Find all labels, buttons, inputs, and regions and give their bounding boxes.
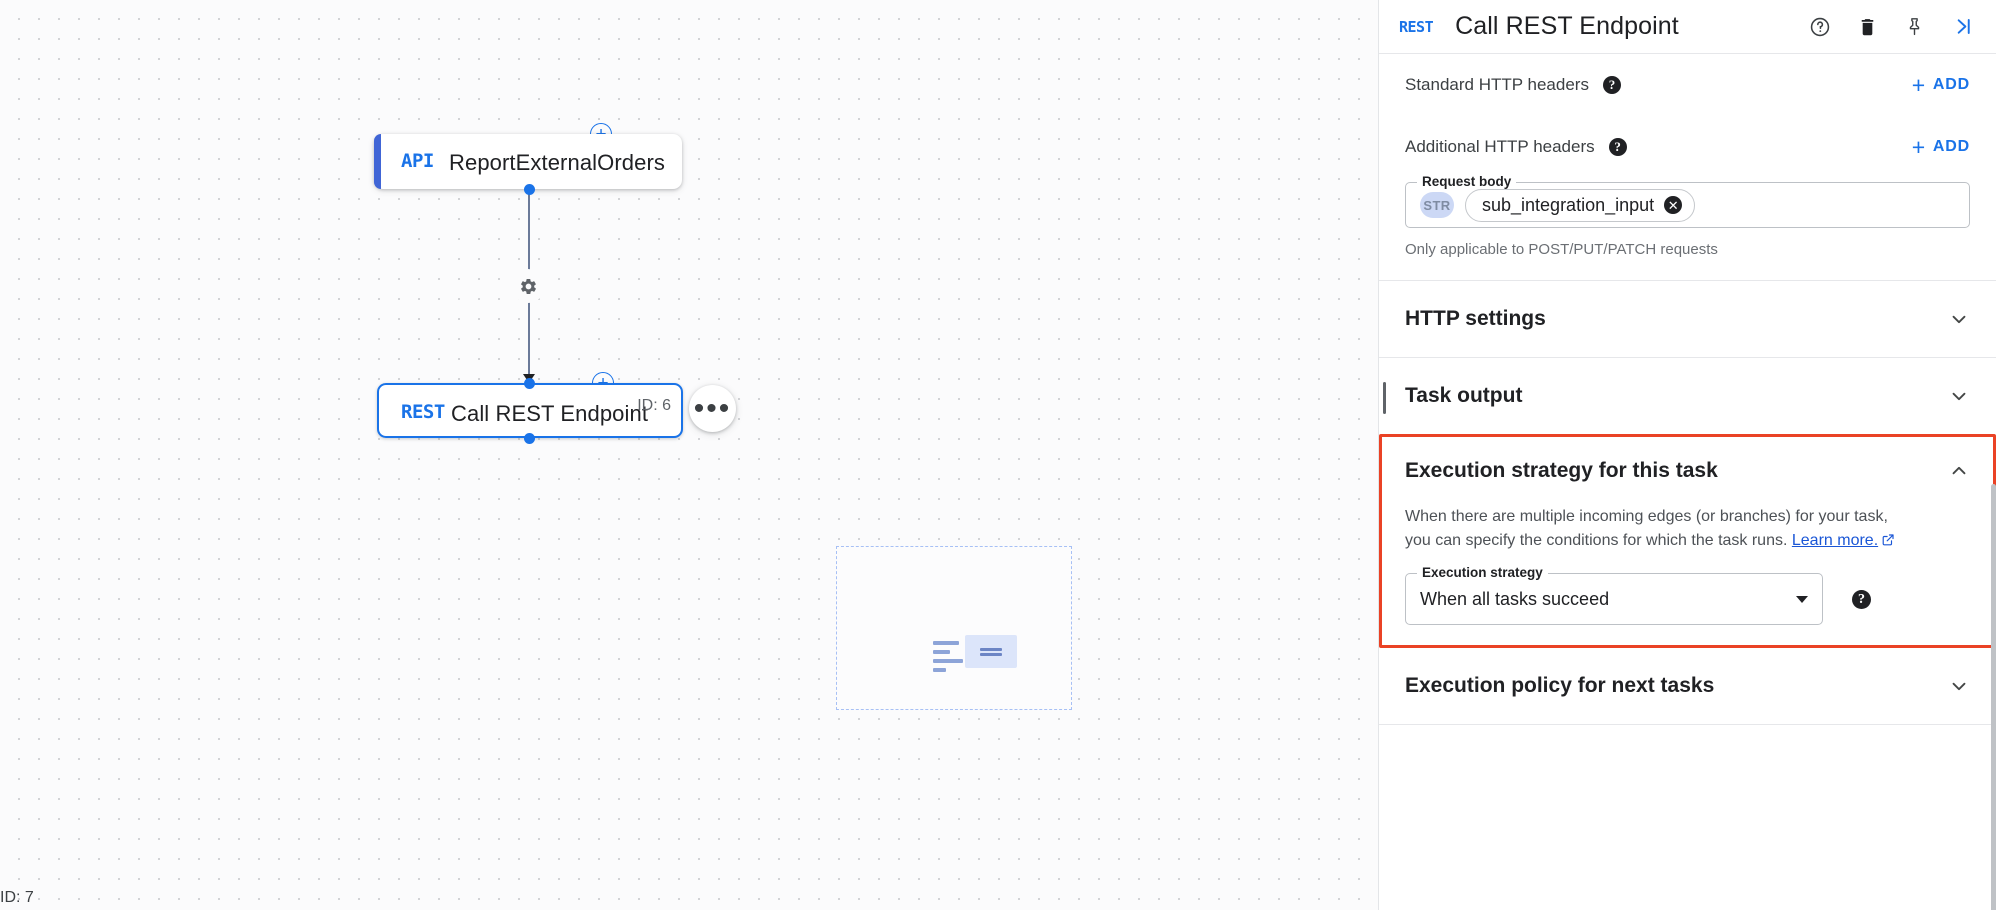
request-body-field[interactable]: Request body STR sub_integration_input ✕ — [1405, 174, 1970, 228]
placeholder-box-icon — [965, 635, 1017, 668]
chevron-down-icon[interactable] — [1948, 385, 1970, 407]
plus-icon: + — [1911, 133, 1926, 160]
task-output-header[interactable]: Task output — [1405, 358, 1970, 434]
panel-scroll-indicator[interactable] — [1383, 382, 1386, 414]
add-standard-header-button[interactable]: + ADD — [1911, 71, 1970, 98]
collapse-panel-icon[interactable] — [1951, 15, 1974, 38]
help-icon[interactable]: ? — [1608, 138, 1627, 156]
chevron-down-icon[interactable] — [1948, 675, 1970, 697]
node-output-port[interactable] — [524, 184, 535, 195]
node-accent-bar — [379, 385, 386, 436]
standard-http-headers-row: Standard HTTP headers ? + ADD — [1405, 54, 1970, 116]
request-body-legend: Request body — [1417, 174, 1517, 189]
request-body-hint: Only applicable to POST/PUT/PATCH reques… — [1405, 241, 1718, 258]
canvas-node-rest[interactable]: REST Call REST Endpoint ID: 6 — [377, 378, 683, 444]
panel-body: Standard HTTP headers ? + ADD Additional… — [1379, 54, 1996, 910]
additional-http-headers-section: Additional HTTP headers ? + ADD — [1379, 116, 1996, 178]
additional-http-headers-label: Additional HTTP headers — [1405, 137, 1595, 156]
canvas-node-api[interactable]: API ReportExternalOrders — [374, 134, 682, 195]
divider — [1379, 280, 1996, 281]
add-label: ADD — [1932, 76, 1970, 93]
learn-more-link[interactable]: Learn more. — [1791, 532, 1879, 549]
execution-strategy-select[interactable]: Execution strategy When all tasks succee… — [1405, 565, 1871, 625]
panel-type-badge: REST — [1399, 17, 1434, 36]
description-line-2-wrap: you can specify the conditions for which… — [1405, 529, 1970, 555]
execution-strategy-section[interactable]: Execution strategy for this task When th… — [1379, 434, 1996, 648]
execution-strategy-header[interactable]: Execution strategy for this task — [1405, 437, 1970, 505]
close-icon[interactable]: ✕ — [1664, 196, 1683, 214]
node-id-label: ID: 6 — [637, 397, 671, 414]
node-input-port[interactable] — [524, 378, 535, 389]
divider — [1379, 357, 1996, 358]
panel-scrollbar[interactable] — [1991, 484, 1996, 910]
execution-policy-section[interactable]: Execution policy for next tasks — [1379, 648, 1996, 724]
placeholder-bars-icon — [933, 641, 963, 677]
standard-http-headers-section: Standard HTTP headers ? + ADD — [1379, 54, 1996, 116]
execution-strategy-title: Execution strategy for this task — [1405, 459, 1718, 482]
execution-policy-title: Execution policy for next tasks — [1405, 674, 1715, 697]
node-output-port[interactable] — [524, 433, 535, 444]
help-icon[interactable] — [1809, 16, 1831, 38]
external-link-icon[interactable] — [1881, 531, 1895, 555]
task-config-panel: REST Call REST Endpoint — [1378, 0, 1996, 910]
node-type-badge: REST — [401, 401, 445, 423]
canvas-corner-id: ID: 7 — [0, 889, 34, 906]
description-line-1: When there are multiple incoming edges (… — [1405, 508, 1888, 525]
execution-strategy-value: When all tasks succeed — [1420, 588, 1610, 609]
gear-icon[interactable] — [511, 269, 545, 303]
task-output-section[interactable]: Task output — [1379, 358, 1996, 434]
request-body-type-badge: STR — [1420, 192, 1454, 218]
help-icon[interactable]: ? — [1852, 590, 1871, 609]
plus-icon: + — [1911, 71, 1926, 98]
page-title: Call REST Endpoint — [1455, 12, 1679, 40]
chevron-down-icon[interactable] — [1948, 308, 1970, 330]
standard-http-headers-label: Standard HTTP headers — [1405, 75, 1589, 94]
http-settings-section[interactable]: HTTP settings — [1379, 281, 1996, 357]
execution-policy-header[interactable]: Execution policy for next tasks — [1405, 648, 1970, 724]
node-title: ReportExternalOrders — [449, 150, 665, 175]
chip-label: sub_integration_input — [1482, 194, 1655, 215]
chevron-up-icon[interactable] — [1948, 460, 1970, 482]
task-output-title: Task output — [1405, 384, 1523, 407]
chevron-down-icon[interactable] — [1796, 595, 1808, 603]
delete-icon[interactable] — [1857, 16, 1878, 37]
http-settings-header[interactable]: HTTP settings — [1405, 281, 1970, 357]
node-type-badge: API — [401, 150, 434, 172]
node-accent-bar — [374, 134, 381, 189]
execution-strategy-legend: Execution strategy — [1417, 565, 1548, 580]
description-line-2: you can specify the conditions for which… — [1405, 532, 1788, 549]
canvas-placeholder-panel — [836, 546, 1072, 710]
panel-header: REST Call REST Endpoint — [1379, 0, 1996, 54]
add-additional-header-button[interactable]: + ADD — [1911, 133, 1970, 160]
add-label: ADD — [1932, 138, 1970, 155]
node-title: Call REST Endpoint — [451, 401, 649, 426]
additional-http-headers-row: Additional HTTP headers ? + ADD — [1405, 116, 1970, 178]
divider — [1379, 724, 1996, 725]
workflow-canvas[interactable]: + + API ReportExternalOrders REST Call R… — [0, 0, 1378, 910]
request-body-section: Request body STR sub_integration_input ✕… — [1379, 174, 1996, 280]
pin-icon[interactable] — [1904, 16, 1925, 37]
http-settings-title: HTTP settings — [1405, 307, 1546, 330]
help-icon[interactable]: ? — [1602, 76, 1621, 94]
execution-strategy-description: When there are multiple incoming edges (… — [1405, 505, 1970, 555]
request-body-variable-chip[interactable]: sub_integration_input ✕ — [1465, 188, 1696, 222]
more-options-icon[interactable]: ••• — [689, 385, 736, 432]
